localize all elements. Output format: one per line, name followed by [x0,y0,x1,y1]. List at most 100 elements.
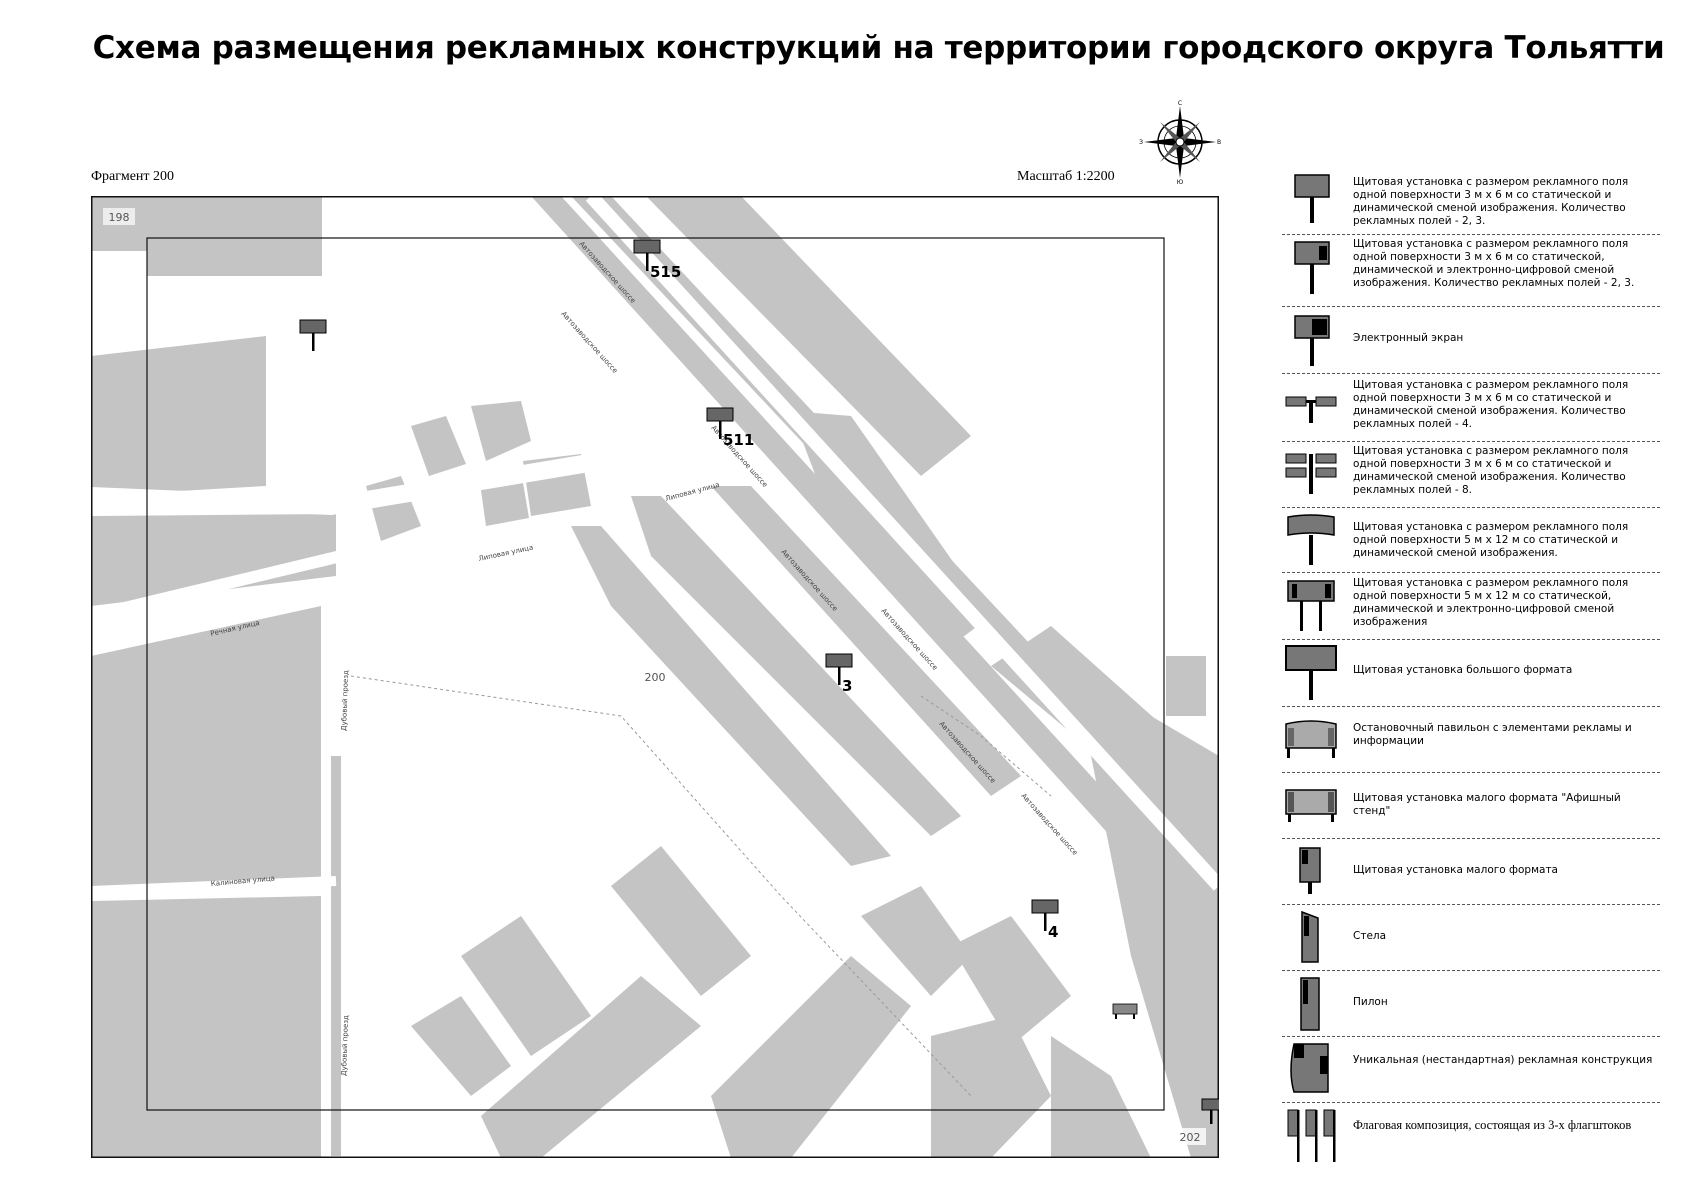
svg-text:3: 3 [842,677,852,695]
block-hw5 [571,526,891,866]
legend-text-1: Щитовая установка с размером рекламного … [1353,176,1629,227]
electronic-screen-icon [1294,315,1330,366]
block-s6 [861,886,971,996]
billboard-3x6-digital-icon [1294,241,1330,294]
stela-icon [1301,910,1319,963]
block-hw7 [711,486,1021,796]
map-outer-frame [91,196,1219,1158]
block-s8 [931,1016,1051,1158]
legend-text-14: Уникальная (нестандартная) рекламная кон… [1353,1054,1653,1066]
compass-e: В [1217,139,1221,146]
block-e2 [1166,656,1206,716]
scale-label: Масштаб 1:2200 [1017,169,1115,184]
block-w2 [91,606,321,886]
billboard-3x6-static-dynamic-icon [1294,174,1330,223]
page-title: Схема размещения рекламных конструкций н… [92,30,1665,66]
map-area[interactable]: 198 200 202 Липовая улица Липовая улица … [91,196,1219,1158]
legend-text-10: Щитовая установка малого формата "Афишны… [1353,792,1621,817]
block-w3 [91,896,321,1158]
block-s4 [481,976,701,1158]
legend-item-8: Щитовая установка большого формата [1282,642,1660,707]
block-e1 [1091,716,1219,1158]
building-2 [411,416,466,476]
ad-marker-3[interactable]: 3 [825,653,853,695]
street-dubovaya-1: Дубовый проезд [340,670,350,731]
billboard-5x12-icon [1287,514,1335,565]
billboard-8-fields-icon [1285,453,1337,494]
fragment-202-label: 202 [1180,1131,1201,1144]
legend-text-5: Щитовая установка с размером рекламного … [1353,445,1629,496]
block-w4 [331,756,341,1156]
compass-s: Ю [1177,179,1184,184]
legend-item-7: Щитовая установка с размером рекламного … [1282,575,1660,640]
svg-text:4: 4 [1048,923,1058,941]
block-s1 [611,846,751,996]
ad-marker-4[interactable]: 4 [1031,899,1059,941]
block-hw1 [531,196,1219,956]
poster-stand-icon [1285,789,1337,822]
block-hw6 [631,496,961,836]
street-dubovaya-2: Дубовый проезд [340,1015,350,1076]
legend-item-4: Щитовая установка с размером рекламного … [1282,377,1660,442]
legend-text-11: Щитовая установка малого формата [1353,864,1558,876]
path-2 [920,695,1052,797]
legend-item-13: Пилон [1282,972,1660,1037]
bus-stop-pavilion-icon [1285,720,1337,758]
block-s3 [411,996,511,1096]
compass-rose-icon: С Ю З В [1138,100,1222,186]
compass-n: С [1178,100,1182,107]
legend-text-2: Щитовая установка с размером рекламного … [1353,238,1635,289]
legend-text-6: Щитовая установка с размером рекламного … [1353,521,1629,559]
legend-text-4: Щитовая установка с размером рекламного … [1353,379,1629,430]
block-hw3 [646,196,971,476]
legend-text-9: Остановочный павильон с элементами рекла… [1353,722,1632,747]
legend-item-12: Стела [1282,906,1660,971]
road-highway [585,196,1219,891]
block-s5 [711,956,911,1158]
bus-stop-icon[interactable] [1112,1003,1138,1019]
legend-item-5: Щитовая установка с размером рекламного … [1282,443,1660,508]
block-s2 [461,916,591,1056]
ad-marker-unlabeled[interactable] [299,319,327,351]
road-rechnaya [91,550,343,622]
block-nw3 [91,336,266,496]
legend-item-3: Электронный экран [1282,310,1660,374]
ad-marker-515[interactable]: 515 [633,239,681,281]
fragment-198-label: 198 [109,211,130,224]
compass-w: З [1139,139,1143,146]
svg-text:515: 515 [650,263,681,281]
large-format-billboard-icon [1285,645,1337,700]
svg-text:511: 511 [723,431,754,449]
block-s9 [1051,1036,1151,1158]
building-3 [471,401,531,461]
legend-item-2: Щитовая установка с размером рекламного … [1282,236,1660,307]
legend-text-7: Щитовая установка с размером рекламного … [1353,577,1629,628]
fragment-label: Фрагмент 200 [91,169,175,184]
unique-structure-icon [1290,1043,1329,1093]
legend-text-12: Стела [1353,930,1387,942]
legend-text-8: Щитовая установка большого формата [1353,664,1573,676]
legend-text-3: Электронный экран [1353,332,1464,344]
legend-text-13: Пилон [1353,996,1388,1008]
block-w1 [91,514,336,606]
ad-marker-edge[interactable] [1201,1098,1219,1124]
pylon-icon [1300,977,1320,1031]
legend-text-15: Флаговая композиция, состоящая из 3-х фл… [1353,1118,1632,1132]
flag-composition-icon [1287,1109,1336,1162]
small-format-billboard-icon [1299,847,1321,894]
billboard-4-fields-icon [1285,396,1337,423]
road-kalinovaya [91,876,337,896]
legend-item-1: Щитовая установка с размером рекламного … [1282,170,1660,235]
ad-marker-511[interactable]: 511 [706,407,754,449]
fragment-200-label: 200 [645,671,666,684]
legend-item-15: Флаговая композиция, состоящая из 3-х фл… [1282,1104,1660,1166]
legend-item-6: Щитовая установка с размером рекламного … [1282,509,1660,573]
legend-item-9: Остановочный павильон с элементами рекла… [1282,708,1660,773]
block-s7 [951,916,1071,1046]
map-inner-frame [146,237,1165,1111]
legend-item-10: Щитовая установка малого формата "Афишны… [1282,774,1660,839]
legend-item-14: Уникальная (нестандартная) рекламная кон… [1282,1038,1660,1103]
block-nw2 [147,196,322,276]
legend-item-11: Щитовая установка малого формата [1282,840,1660,905]
billboard-5x12-digital-icon [1287,580,1335,631]
